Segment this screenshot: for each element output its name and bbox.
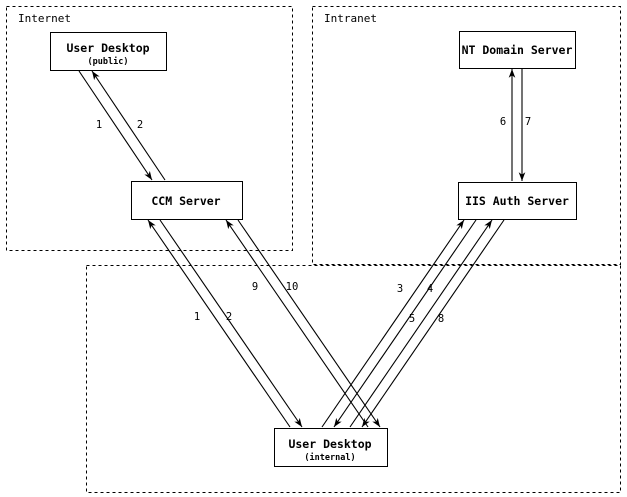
node-box-ccm-server[interactable] [130, 180, 244, 221]
node-subtitle-user-desktop-internal: (internal) [304, 452, 355, 463]
zone-border-internet [6, 6, 293, 251]
node-box-user-desktop-internal[interactable] [273, 427, 389, 468]
flow-10 [237, 219, 381, 428]
flow-9 [225, 219, 369, 428]
flow-1-public [78, 70, 153, 181]
flow-2-public [91, 70, 166, 181]
flow-step-labels-layer: 1 2 6 7 1 2 9 10 3 4 5 8 [96, 116, 531, 325]
zone-border-intranet [312, 6, 621, 265]
node-user-desktop-internal[interactable]: User Desktop(internal) [273, 427, 389, 468]
zone-border-internal-lan [86, 265, 621, 493]
flow-2-internal [159, 219, 303, 428]
step-label-4-flow-4: 4 [427, 283, 433, 295]
zone-label-intranet: Intranet [324, 12, 377, 25]
node-title-iis-auth-server: IIS Auth Server [465, 194, 569, 208]
flow-1-internal [147, 219, 291, 428]
step-label-2-flow-2-internal: 2 [226, 311, 232, 323]
zone-intranet: Intranet [312, 6, 621, 265]
node-title-user-desktop-public: User Desktop [66, 41, 149, 55]
node-box-iis-auth-server[interactable] [457, 181, 578, 221]
step-label-10-flow-10: 10 [286, 281, 299, 293]
node-ccm-server[interactable]: CCM Server [130, 180, 244, 221]
step-label-6-flow-6: 6 [500, 116, 506, 128]
node-subtitle-user-desktop-public: (public) [88, 56, 129, 67]
flow-3 [321, 219, 465, 428]
node-user-desktop-public[interactable]: User Desktop(public) [49, 31, 168, 72]
node-title-user-desktop-internal: User Desktop [288, 437, 371, 451]
step-label-1-flow-1-public: 1 [96, 119, 102, 131]
step-label-5-flow-5: 5 [409, 313, 415, 325]
node-box-nt-domain-server[interactable] [458, 30, 577, 70]
zone-internet: Internet [6, 6, 293, 251]
step-label-1-flow-1-internal: 1 [194, 311, 200, 323]
zone-label-internet: Internet [18, 12, 71, 25]
node-title-ccm-server: CCM Server [151, 194, 220, 208]
flow-8 [361, 219, 505, 428]
zone-internal-lan [86, 265, 621, 493]
node-title-nt-domain-server: NT Domain Server [462, 43, 573, 57]
step-label-7-flow-7: 7 [525, 116, 531, 128]
flows-layer [78, 69, 526, 428]
node-box-user-desktop-public[interactable] [49, 31, 168, 72]
flow-4 [333, 219, 477, 428]
step-label-2-flow-2-public: 2 [137, 119, 143, 131]
step-label-9-flow-9: 9 [252, 281, 258, 293]
node-iis-auth-server[interactable]: IIS Auth Server [457, 181, 578, 221]
step-label-3-flow-3: 3 [397, 283, 403, 295]
zones-layer: Internet Intranet [6, 6, 621, 493]
flow-5 [349, 219, 493, 428]
step-label-8-flow-8: 8 [438, 313, 444, 325]
node-nt-domain-server[interactable]: NT Domain Server [458, 30, 577, 70]
